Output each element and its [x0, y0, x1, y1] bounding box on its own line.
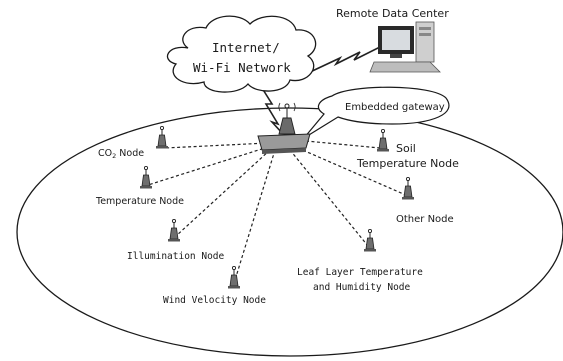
link-other	[297, 147, 409, 197]
link-leaf	[289, 149, 369, 247]
link-illumination	[175, 149, 271, 237]
soil-node-icon	[376, 128, 390, 152]
wireless-link-gateway-icon	[261, 87, 284, 135]
link-soil	[305, 140, 381, 149]
link-temperature	[147, 146, 269, 186]
co2-node-label: CO2 Node	[98, 148, 144, 160]
network-cloud	[166, 15, 317, 93]
wind-node-icon	[227, 265, 241, 289]
gateway-callout-label: Embedded gateway	[345, 102, 445, 113]
field-boundary	[16, 107, 563, 357]
remote-data-center-label: Remote Data Center	[336, 7, 449, 20]
wireless-link-datacenter-icon	[307, 45, 383, 74]
link-co2	[164, 142, 269, 149]
soil-node-label-line2: Temperature Node	[356, 157, 459, 170]
link-wind	[234, 149, 276, 281]
soil-node-label-line1: Soil	[396, 142, 416, 155]
illumination-node-icon	[167, 218, 181, 242]
network-label-line1: Internet/	[212, 40, 280, 55]
temperature-node-label: Temperature Node	[95, 196, 184, 207]
gateway-callout	[303, 86, 450, 139]
sensor-links	[147, 140, 409, 281]
illumination-node-label: Illumination Node	[127, 251, 225, 262]
other-node-icon	[401, 176, 415, 200]
network-label-line2: Wi-Fi Network	[193, 60, 291, 75]
wind-node-label: Wind Velocity Node	[163, 295, 266, 306]
temperature-node-icon	[139, 165, 153, 189]
other-node-label: Other Node	[396, 214, 454, 225]
leaf-node-icon	[363, 228, 377, 252]
computer-icon	[369, 21, 441, 73]
leaf-node-label-line2: and Humidity Node	[313, 282, 411, 293]
leaf-node-label-line1: Leaf Layer Temperature	[297, 267, 423, 278]
gateway-icon	[257, 102, 311, 154]
co2-node-icon	[155, 125, 169, 149]
